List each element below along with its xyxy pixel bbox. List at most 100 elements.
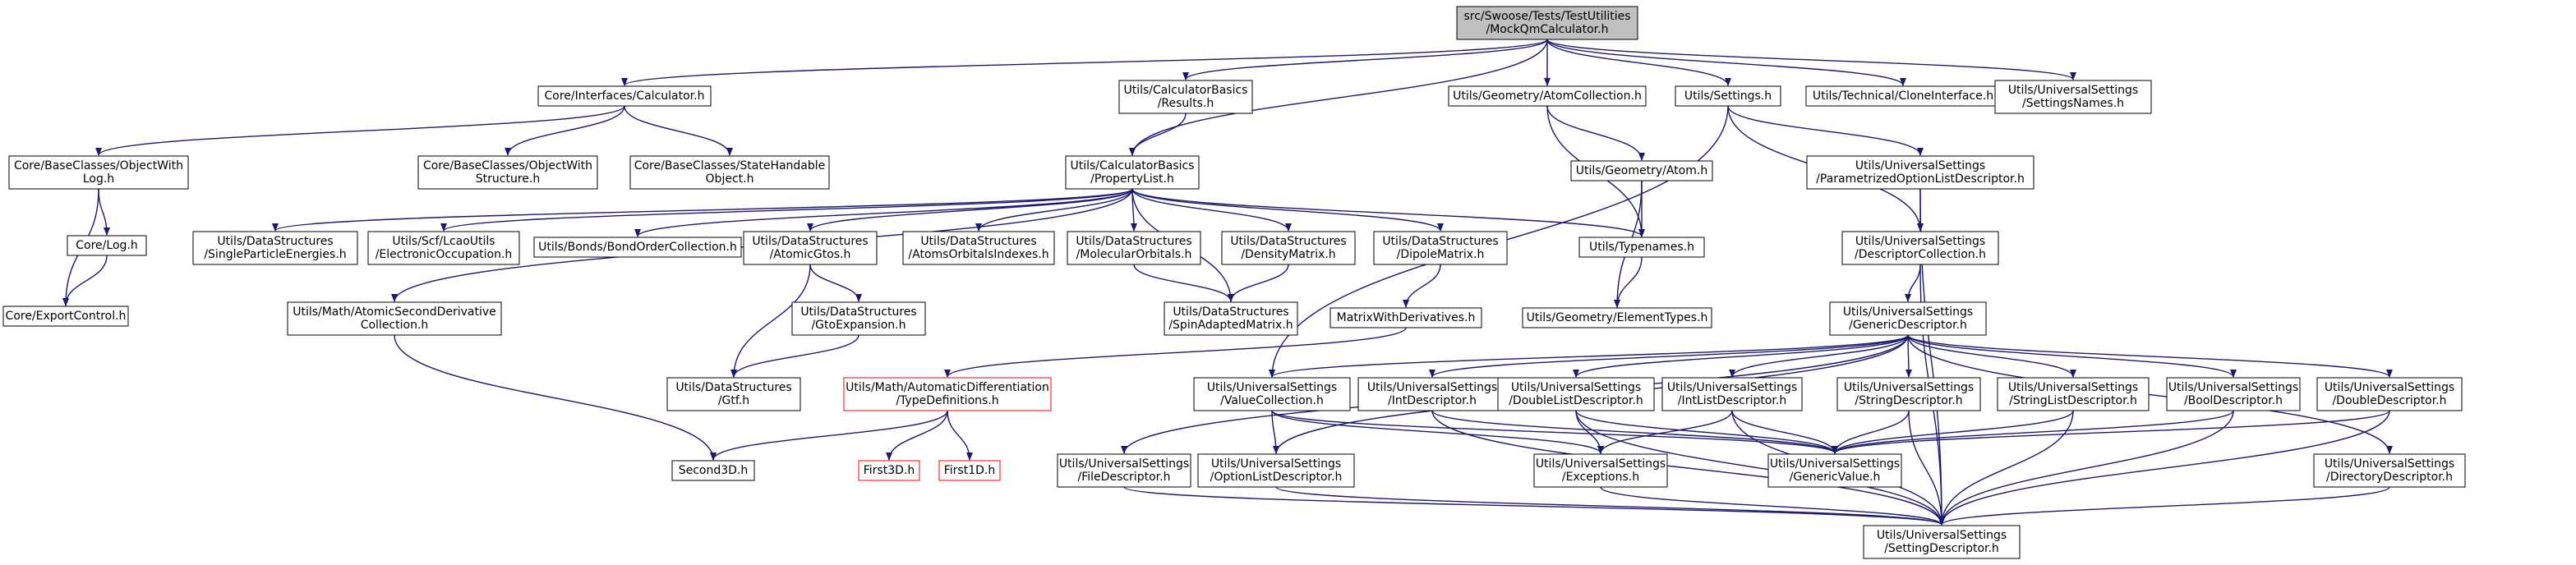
node-directorydescriptor[interactable]: Utils/UniversalSettings/DirectoryDescrip… [2313,453,2466,488]
node-atomsorbitals[interactable]: Utils/DataStructures/AtomsOrbitalsIndexe… [902,231,1055,265]
node-intlist[interactable]: Utils/UniversalSettings/IntListDescripto… [1661,377,1803,411]
node-label: Utils/Math/AutomaticDifferentiation [846,381,1049,394]
node-genericdescriptor[interactable]: Utils/UniversalSettings/GenericDescripto… [1829,301,1987,336]
node-intdescriptor[interactable]: Utils/UniversalSettings/IntDescriptor.h [1357,377,1507,411]
node-box [1057,453,1191,488]
node-valuecollection[interactable]: Utils/UniversalSettings/ValueCollection.… [1193,377,1351,411]
node-results[interactable]: Utils/CalculatorBasics/Results.h [1118,80,1253,114]
node-box [843,377,1052,411]
include-edge [1614,256,1643,308]
include-edge [809,264,862,302]
include-edge [1182,39,1548,80]
node-atomicsecondderiv[interactable]: Utils/Math/AtomicSecondDerivativeCollect… [287,301,502,336]
node-label: Utils/DataStructures [1230,235,1346,248]
node-calculator[interactable]: Core/Interfaces/Calculator.h [537,85,712,107]
node-propertylist[interactable]: Utils/CalculatorBasics/PropertyList.h [1065,155,1200,190]
node-label: Utils/DataStructures [1076,235,1191,248]
include-edge [1131,188,1444,232]
node-exceptions[interactable]: Utils/UniversalSettings/Exceptions.h [1533,453,1668,488]
node-label: Utils/CalculatorBasics [1071,159,1195,172]
node-label: /DescriptorCollection.h [1855,248,1986,261]
include-edge [1905,264,1921,302]
node-box [1661,377,1803,411]
node-box [671,460,755,481]
node-lcao[interactable]: Utils/Scf/LcaoUtils/ElectronicOccupation… [367,231,520,265]
node-genericvalue[interactable]: Utils/UniversalSettings/GenericValue.h [1767,453,1902,488]
include-edge [1429,334,1909,378]
include-edge [1832,410,2390,454]
include-edge [1905,334,1912,378]
include-edge [98,188,110,236]
include-edge [1938,410,2234,526]
node-atom[interactable]: Utils/Geometry/Atom.h [1570,160,1713,181]
node-label: /GtoExpansion.h [811,319,906,332]
include-edge [624,105,733,156]
node-label: /DensityMatrix.h [1241,248,1335,261]
node-label: Utils/UniversalSettings [1511,381,1641,394]
node-label: Utils/Technical/CloneInterface.h [1813,90,1993,103]
node-bondorder[interactable]: Utils/Bonds/BondOrderCollection.h [533,237,742,258]
node-molecularorbitals[interactable]: Utils/DataStructures/MolecularOrbitals.h [1067,231,1201,265]
node-label: Utils/UniversalSettings [1877,529,2007,542]
node-densitymatrix[interactable]: Utils/DataStructures/DensityMatrix.h [1221,231,1356,265]
include-edge [1600,486,1945,526]
node-matrixwithderiv[interactable]: MatrixWithDerivatives.h [1329,307,1482,328]
node-box [1197,453,1355,488]
node-settings[interactable]: Utils/Settings.h [1675,85,1781,107]
node-label: Utils/Geometry/ElementTypes.h [1527,311,1708,324]
node-gtoexpansion[interactable]: Utils/DataStructures/GtoExpansion.h [791,301,926,336]
node-exportcontrol[interactable]: Core/ExportControl.h [2,305,129,327]
include-edge [1546,105,1645,161]
node-label: Utils/DataStructures [675,381,791,394]
node-label: MatrixWithDerivatives.h [1337,311,1476,324]
node-dipolematrix[interactable]: Utils/DataStructures/DipoleMatrix.h [1373,231,1508,265]
node-atomicgtos[interactable]: Utils/DataStructures/AtomicGtos.h [743,231,878,265]
include-edge [1908,410,1945,526]
include-edge [1575,410,1838,454]
node-filedescriptor[interactable]: Utils/UniversalSettings/FileDescriptor.h [1057,453,1191,488]
node-cloneinterface[interactable]: Utils/Technical/CloneInterface.h [1805,85,2001,107]
node-box [192,231,358,265]
node-label: Utils/DataStructures [1173,305,1288,319]
node-box [1994,80,2152,114]
include-edge [1546,39,1731,86]
node-elementtypes[interactable]: Utils/Geometry/ElementTypes.h [1522,307,1712,328]
node-singleparticle[interactable]: Utils/DataStructures/SingleParticleEnerg… [192,231,358,265]
node-booldescriptor[interactable]: Utils/UniversalSettings/BoolDescriptor.h [2166,377,2301,411]
node-label: Utils/DataStructures [217,235,333,248]
node-typenames[interactable]: Utils/Typenames.h [1578,237,1705,258]
node-stringlist[interactable]: Utils/UniversalSettings/StringListDescri… [1997,377,2150,411]
node-box [1570,160,1713,181]
node-stringdescriptor[interactable]: Utils/UniversalSettings/StringDescriptor… [1836,377,1981,411]
include-edge [1123,486,1945,526]
node-doubledescriptor[interactable]: Utils/UniversalSettings/DoubleDescriptor… [2316,377,2463,411]
node-optionlist[interactable]: Utils/UniversalSettings/OptionListDescri… [1197,453,1355,488]
node-gtf[interactable]: Utils/DataStructures/Gtf.h [666,377,801,411]
node-label: Utils/UniversalSettings [1207,381,1337,394]
include-edge [1573,334,1909,378]
node-root[interactable]: src/Swoose/Tests/TestUtilities/MockQmCal… [1456,6,1638,40]
node-first1d: First1D.h [938,460,1001,481]
include-edge [62,255,108,306]
node-parametrized[interactable]: Utils/UniversalSettings/ParametrizedOpti… [1806,155,2035,190]
node-doublelist[interactable]: Utils/UniversalSettings/DoubleListDescri… [1497,377,1655,411]
node-box [858,460,920,481]
node-descriptorcollection[interactable]: Utils/UniversalSettings/DescriptorCollec… [1841,231,1999,265]
node-log[interactable]: Core/Log.h [67,235,147,256]
node-box [1863,525,2021,559]
node-box [1456,6,1638,40]
node-settingdescriptor[interactable]: Utils/UniversalSettings/SettingDescripto… [1863,525,2021,559]
include-edge [1907,334,2237,378]
node-box [2316,377,2463,411]
node-second3d[interactable]: Second3D.h [671,460,755,481]
node-atomcollection[interactable]: Utils/Geometry/AtomCollection.h [1448,85,1647,107]
include-edge [1403,264,1441,308]
node-settingsnames[interactable]: Utils/UniversalSettings/SettingsNames.h [1994,80,2152,114]
node-label: Utils/UniversalSettings [1667,381,1797,394]
node-label: First3D.h [864,464,915,477]
node-spinadapted[interactable]: Utils/DataStructures/SpinAdaptedMatrix.h [1164,301,1298,336]
